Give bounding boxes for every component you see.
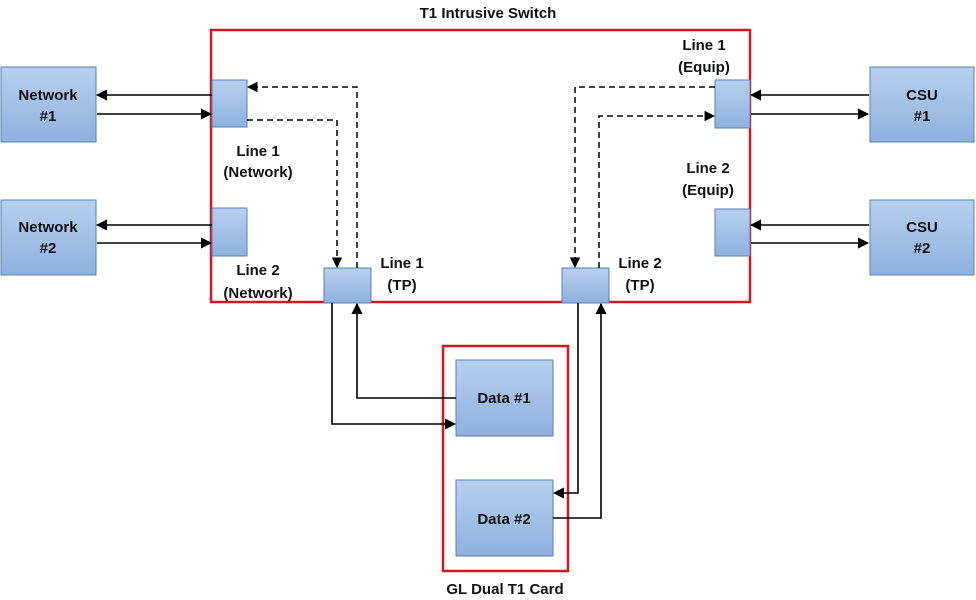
network1-box: Network #1: [0, 66, 97, 143]
arrow-line2-tp-to-data2: [552, 303, 579, 499]
dashed-tp1-to-line1-network: [246, 81, 358, 268]
port-line2-tp: [561, 267, 610, 304]
port-label-line2-tp-a: Line 2: [618, 255, 661, 272]
port-label-line1-network-b: (Network): [223, 164, 292, 181]
port-line1-tp: [323, 267, 372, 304]
port-label-line1-tp-b: (TP): [387, 277, 416, 294]
arrow-data2-to-line2-tp: [553, 302, 607, 519]
port-label-line2-equip-a: Line 2: [686, 160, 729, 177]
network1-label-line1: Network: [18, 87, 78, 104]
port-label-line2-equip-b: (Equip): [682, 182, 734, 199]
solid-connections: [95, 89, 870, 519]
port-label-line1-equip-b: (Equip): [678, 59, 730, 76]
port-label-line1-network-a: Line 1: [236, 143, 279, 160]
dashed-connections: [246, 81, 716, 269]
dashed-line1-equip-to-tp2: [569, 86, 715, 269]
arrow-data1-to-line1-tp: [351, 302, 456, 399]
switch-enclosure: [209, 28, 752, 304]
csu1-label-line1: CSU: [906, 87, 938, 104]
dashed-tp2-to-line1-equip: [598, 110, 716, 268]
port-line2-equip: [714, 208, 751, 257]
card-title: GL Dual T1 Card: [446, 581, 563, 598]
port-label-line2-network-a: Line 2: [236, 262, 279, 279]
network2-label-line1: Network: [18, 219, 78, 236]
port-label-line2-network-b: (Network): [223, 285, 292, 302]
port-line1-network: [211, 79, 248, 128]
card-enclosure: [441, 344, 570, 573]
port-line2-network: [211, 207, 248, 257]
data1-label: Data #1: [477, 390, 530, 407]
network2-label-line2: #2: [40, 240, 57, 257]
port-line1-equip: [714, 79, 751, 129]
csu2-box: CSU #2: [869, 199, 975, 276]
port-label-line2-tp-b: (TP): [625, 277, 654, 294]
arrow-line1-tp-to-data1: [331, 303, 457, 430]
data1-box: Data #1: [455, 359, 554, 437]
data2-label: Data #2: [477, 511, 530, 528]
csu2-label-line1: CSU: [906, 219, 938, 236]
csu1-label-line2: #1: [914, 108, 931, 125]
port-label-line1-equip-a: Line 1: [682, 37, 725, 54]
switch-title: T1 Intrusive Switch: [420, 5, 557, 22]
csu2-label-line2: #2: [914, 240, 931, 257]
network1-label-line2: #1: [40, 108, 57, 125]
port-label-line1-tp-a: Line 1: [380, 255, 423, 272]
network2-box: Network #2: [0, 199, 97, 276]
dashed-line1-network-to-tp1: [247, 119, 343, 269]
csu1-box: CSU #1: [869, 66, 975, 143]
data2-box: Data #2: [455, 479, 554, 557]
